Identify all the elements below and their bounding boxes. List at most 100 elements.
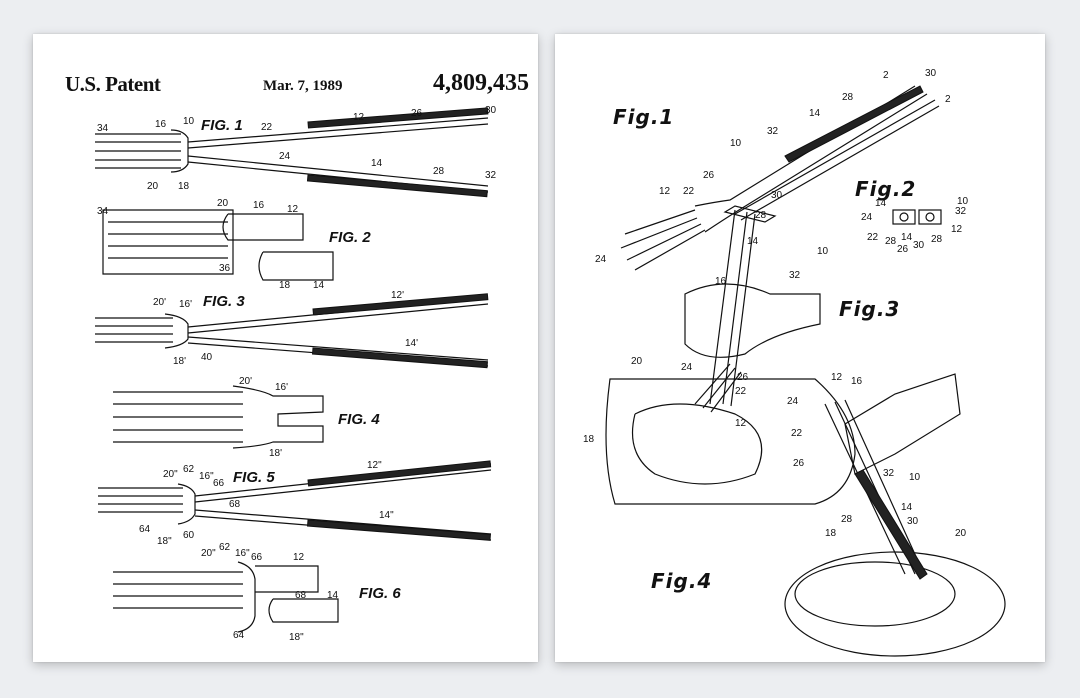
ref-label: 26 bbox=[703, 170, 715, 181]
ref-label: 20 bbox=[955, 528, 967, 539]
ref-label: 28 bbox=[841, 514, 853, 525]
fig4-caption: FIG. 4 bbox=[338, 411, 380, 428]
ref-label: 30 bbox=[913, 240, 925, 251]
ref-label: 14 bbox=[901, 232, 913, 243]
ref-label: 2 bbox=[883, 70, 889, 81]
ref-label: 10 bbox=[730, 138, 742, 149]
ref-label: 18 bbox=[279, 280, 291, 291]
ref-label: 20' bbox=[239, 376, 252, 387]
ref-label: 12 bbox=[287, 204, 299, 215]
ref-label: 34 bbox=[97, 206, 109, 217]
fig3-labels: 20' 16' 12' 14' 18' 40 bbox=[153, 290, 418, 367]
fig1-labels: 2 30 2 28 14 32 10 26 12 22 24 bbox=[595, 68, 951, 265]
drawing-sheet-left: FIG. 1 FIG. 2 FIG. 3 FIG. 4 FIG. 5 FIG. … bbox=[95, 105, 497, 643]
fig5-caption: FIG. 5 bbox=[233, 469, 275, 486]
ref-label: 32 bbox=[767, 126, 779, 137]
ref-label: 22 bbox=[791, 428, 803, 439]
ref-label: 14 bbox=[809, 108, 821, 119]
ref-label: 16 bbox=[155, 119, 167, 130]
ref-label: 22 bbox=[261, 122, 273, 133]
ref-label: 30 bbox=[485, 105, 497, 116]
ref-label: 34 bbox=[97, 123, 109, 134]
patent-date: Mar. 7, 1989 bbox=[263, 78, 343, 94]
ref-label: 20 bbox=[217, 198, 229, 209]
ref-label: 40 bbox=[201, 352, 213, 363]
ref-label: 14 bbox=[875, 198, 887, 209]
fig1-drawing bbox=[95, 107, 489, 198]
ref-label: 24 bbox=[787, 396, 799, 407]
ref-label: 18 bbox=[825, 528, 837, 539]
fig4-labels: 12 16 24 22 26 32 10 28 14 30 18 20 bbox=[787, 372, 967, 539]
ref-label: 32 bbox=[955, 206, 967, 217]
fig1-caption: FIG. 1 bbox=[201, 117, 243, 134]
ref-label: 66 bbox=[213, 478, 225, 489]
ref-label: 26 bbox=[793, 458, 805, 469]
ref-label: 10 bbox=[183, 116, 195, 127]
ref-label: 30 bbox=[771, 190, 783, 201]
fig2-labels: 34 20 16 12 36 18 14 bbox=[97, 198, 325, 291]
ref-label: 30 bbox=[925, 68, 937, 79]
ref-label: 10 bbox=[957, 196, 969, 207]
ref-label: 12' bbox=[391, 290, 404, 301]
ref-label: 12 bbox=[353, 112, 365, 123]
ref-label: 68 bbox=[295, 590, 307, 601]
fig3-caption: FIG. 3 bbox=[203, 293, 245, 310]
fig6-labels: 20" 62 16" 66 12 68 14 64 18" bbox=[201, 542, 339, 643]
patent-office-header: U.S. Patent bbox=[65, 72, 161, 96]
ref-label: 28 bbox=[433, 166, 445, 177]
ref-label: 14" bbox=[379, 510, 394, 521]
ref-label: 16" bbox=[235, 548, 250, 559]
ref-label: 12 bbox=[293, 552, 305, 563]
fig2-caption: Fig.2 bbox=[855, 177, 916, 201]
ref-label: 16 bbox=[715, 276, 727, 287]
ref-label: 22 bbox=[735, 386, 747, 397]
fig2-drawing bbox=[892, 209, 942, 225]
ref-label: 24 bbox=[279, 151, 291, 162]
ref-label: 28 bbox=[885, 236, 897, 247]
ref-label: 30 bbox=[907, 516, 919, 527]
ref-label: 14 bbox=[313, 280, 325, 291]
ref-label: 36 bbox=[219, 263, 231, 274]
fig5-drawing bbox=[98, 460, 492, 541]
ref-label: 18' bbox=[173, 356, 186, 367]
ref-label: 26 bbox=[897, 244, 909, 255]
ref-label: 18' bbox=[269, 448, 282, 459]
fig4-drawing bbox=[113, 385, 324, 449]
ref-label: 12" bbox=[367, 460, 382, 471]
ref-label: 12 bbox=[659, 186, 671, 197]
ref-label: 20 bbox=[147, 181, 159, 192]
fig3-caption: Fig.3 bbox=[839, 297, 900, 321]
ref-label: 10 bbox=[817, 246, 829, 257]
ref-label: 10 bbox=[909, 472, 921, 483]
fig6-drawing bbox=[113, 561, 339, 633]
ref-label: 24 bbox=[595, 254, 607, 265]
ref-label: 18 bbox=[178, 181, 190, 192]
ref-label: 18 bbox=[583, 434, 595, 445]
ref-label: 14 bbox=[747, 236, 759, 247]
fig1-caption: Fig.1 bbox=[613, 105, 674, 129]
fig2-drawing bbox=[102, 209, 334, 281]
ref-label: 32 bbox=[789, 270, 801, 281]
ref-label: 16" bbox=[199, 471, 214, 482]
ref-label: 16' bbox=[179, 299, 192, 310]
drawing-sheet-right: Fig.1 Fig.2 Fig.3 Fig.4 2 30 2 28 14 32 … bbox=[583, 68, 1006, 657]
ref-label: 14 bbox=[371, 158, 383, 169]
ref-label: 20' bbox=[153, 297, 166, 308]
ref-label: 20 bbox=[631, 356, 643, 367]
patent-sheet-left: U.S. Patent Mar. 7, 1989 4,809,435 bbox=[33, 34, 538, 662]
ref-label: 32 bbox=[485, 170, 497, 181]
ref-label: 28 bbox=[842, 92, 854, 103]
patent-number: 4,809,435 bbox=[433, 70, 529, 96]
fig4-drawing bbox=[784, 373, 1006, 657]
ref-label: 20" bbox=[163, 469, 178, 480]
fig5-labels: 20" 62 16" 66 12" 68 64 18" 60 14" bbox=[139, 460, 394, 547]
ref-label: 22 bbox=[683, 186, 695, 197]
fig4-labels: 20' 16' 18' bbox=[239, 376, 288, 459]
ref-label: 64 bbox=[233, 630, 245, 641]
ref-label: 22 bbox=[867, 232, 879, 243]
fig2-caption: FIG. 2 bbox=[329, 229, 371, 246]
ref-label: 28 bbox=[931, 234, 943, 245]
fig3-labels: 30 28 10 14 32 16 20 24 26 22 12 18 bbox=[583, 190, 829, 445]
ref-label: 32 bbox=[883, 468, 895, 479]
fig3-drawing bbox=[605, 205, 856, 505]
